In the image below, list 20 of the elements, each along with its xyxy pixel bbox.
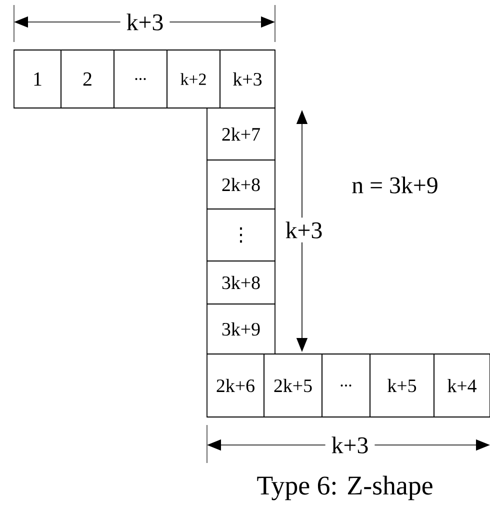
cell: k+2 <box>166 50 220 108</box>
cell: k+3 <box>220 50 276 108</box>
cell: 2k+8 <box>206 160 276 210</box>
cell: 2k+7 <box>206 108 276 160</box>
cell: k+4 <box>434 354 490 418</box>
cell: 2 <box>60 50 114 108</box>
dimension-label: k+3 <box>120 10 170 34</box>
dimension-label: k+3 <box>279 218 329 242</box>
caption: Type 6: Z-shape <box>257 476 432 500</box>
cell: 2k+6 <box>206 354 264 418</box>
cell: 2k+5 <box>264 354 322 418</box>
cell: k+5 <box>370 354 434 418</box>
cell: 3k+9 <box>206 304 276 354</box>
dimension-label: k+3 <box>325 432 375 458</box>
cell: 3k+8 <box>206 260 276 304</box>
cell: 1 <box>14 50 62 108</box>
cell: ... <box>114 50 168 108</box>
cell: ⋮ <box>206 208 276 262</box>
formula-label: n = 3k+9 <box>352 176 438 194</box>
cell: ... <box>322 354 370 418</box>
